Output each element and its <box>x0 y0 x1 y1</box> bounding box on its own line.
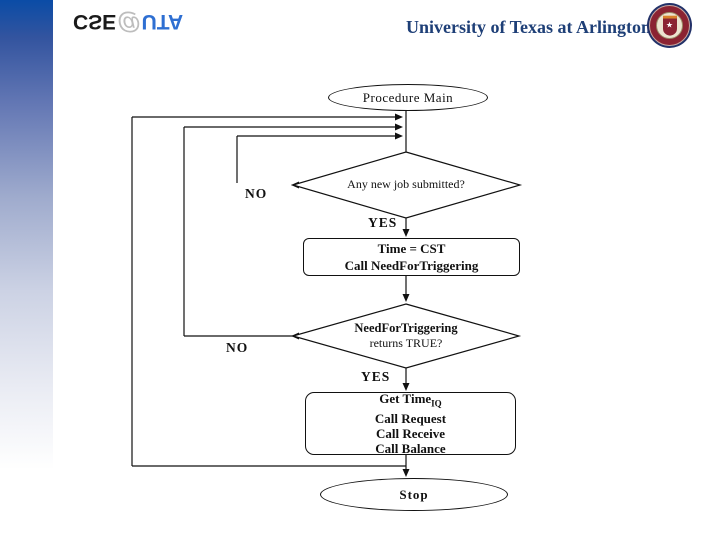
process2-line2: Call Request <box>374 411 447 427</box>
start-node: Procedure Main <box>328 84 488 111</box>
arrowhead-right-inner <box>395 132 403 140</box>
decision1-label: Any new job submitted? <box>347 177 465 191</box>
decision2-no-label: NO <box>226 340 249 355</box>
university-seal-icon: ★ <box>647 3 692 48</box>
slide-title: University of Texas at Arlington <box>406 17 652 37</box>
decision2-diamond <box>290 303 522 369</box>
decision2-line1: NeedForTriggering <box>354 321 458 335</box>
process1-line1: Time = CST <box>377 241 446 256</box>
seal-star-icon: ★ <box>665 20 674 30</box>
process1-line2: Call NeedForTriggering <box>344 258 479 273</box>
decision1-diamond <box>290 151 523 219</box>
process2-node: Get TimeIQ Call Request Call Receive Cal… <box>305 390 516 457</box>
process2-line3: Call Receive <box>376 426 445 442</box>
arrowhead-down-process2 <box>402 383 410 391</box>
decision1-no-label: NO <box>245 186 268 201</box>
left-accent-bar <box>0 0 53 470</box>
stop-node: Stop <box>320 478 508 511</box>
arrowhead-right-outer <box>395 113 403 121</box>
seal-shield-icon: ★ <box>662 15 677 36</box>
arrowhead-down-decision2 <box>402 294 410 302</box>
process2-line4: Call Balance <box>375 441 446 457</box>
process1-node: Time = CST Call NeedForTriggering <box>303 238 520 276</box>
decision2-yes-label: YES <box>361 369 391 384</box>
decision2-label: NeedForTriggering returns TRUE? <box>306 321 506 351</box>
arrowhead-right-mid <box>395 123 403 131</box>
decision1-yes-label: YES <box>368 215 398 230</box>
arrowhead-down-process1 <box>402 229 410 237</box>
process2-line1-subscript: IQ <box>431 398 442 409</box>
arrowhead-down-stop <box>402 469 410 477</box>
process2-line1: Get TimeIQ <box>379 390 442 409</box>
decision2-line2: returns TRUE? <box>369 336 443 350</box>
